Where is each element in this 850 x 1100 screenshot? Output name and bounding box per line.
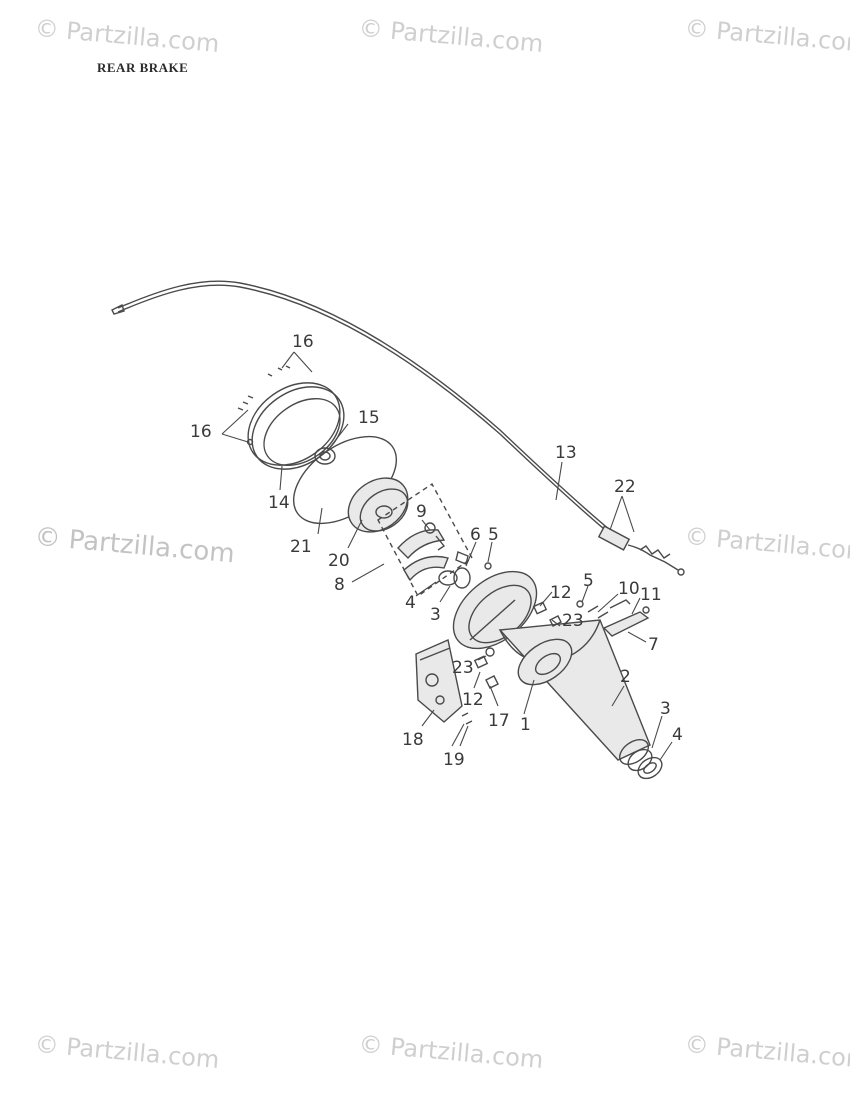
diagram-title: REAR BRAKE xyxy=(97,60,189,75)
callout-10: 10 xyxy=(618,579,640,599)
callout-11: 11 xyxy=(640,585,662,605)
callout-23-lower: 23 xyxy=(452,658,474,678)
callout-21: 21 xyxy=(290,537,312,557)
callout-3-end: 3 xyxy=(660,699,671,719)
bearing xyxy=(314,447,336,465)
axle-tube xyxy=(498,619,651,766)
callout-23-upper: 23 xyxy=(562,611,584,631)
callout-12-lower: 12 xyxy=(462,690,484,710)
callout-7: 7 xyxy=(648,635,659,655)
callout-14: 14 xyxy=(268,493,290,513)
callout-8: 8 xyxy=(334,575,345,595)
callout-3-inner: 3 xyxy=(430,605,441,625)
mounting-bracket xyxy=(415,639,473,725)
brake-shoe-drum xyxy=(347,477,409,533)
callout-6: 6 xyxy=(470,525,481,545)
end-washers xyxy=(627,748,663,780)
screws-16 xyxy=(237,365,291,446)
bolts xyxy=(473,600,584,689)
callout-9: 9 xyxy=(416,502,427,522)
callout-13: 13 xyxy=(555,443,577,463)
callout-1: 1 xyxy=(520,715,531,735)
callout-22: 22 xyxy=(614,477,636,497)
washers xyxy=(438,551,492,589)
callout-16-left: 16 xyxy=(190,422,212,442)
callout-numbers: 16 16 15 14 21 20 9 6 5 8 4 3 12 5 10 11… xyxy=(190,332,683,770)
callout-5-upper: 5 xyxy=(488,525,499,545)
brake-drum xyxy=(247,382,345,470)
callout-4-inner: 4 xyxy=(405,593,416,613)
callout-17: 17 xyxy=(488,711,510,731)
callout-19: 19 xyxy=(443,750,465,770)
callout-15: 15 xyxy=(358,408,380,428)
brake-cable xyxy=(111,280,685,576)
callout-5-lower: 5 xyxy=(583,571,594,591)
callout-20: 20 xyxy=(328,551,350,571)
callout-12-upper: 12 xyxy=(550,583,572,603)
callout-16-top: 16 xyxy=(292,332,314,352)
brake-arm xyxy=(587,599,650,637)
callout-4-end: 4 xyxy=(672,725,683,745)
leader-lines xyxy=(221,351,673,761)
brake-shoes xyxy=(397,522,449,582)
callout-18: 18 xyxy=(402,730,424,750)
callout-2: 2 xyxy=(620,667,631,687)
